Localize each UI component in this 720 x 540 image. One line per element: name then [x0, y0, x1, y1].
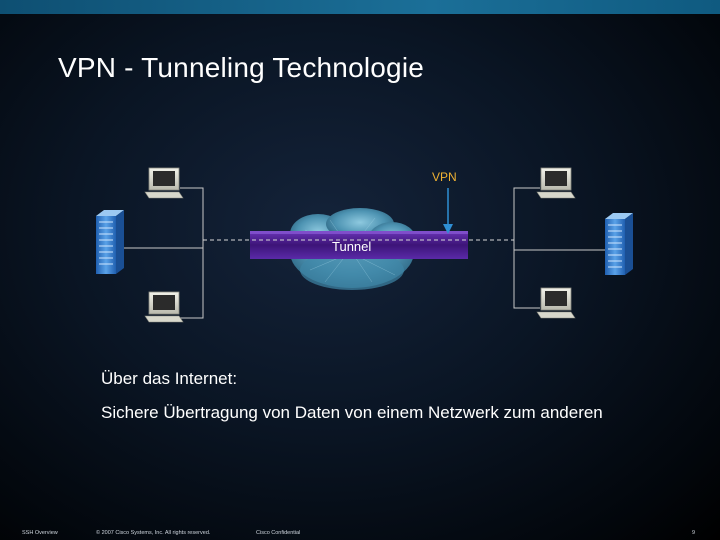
- workstation-top-left-icon: [144, 167, 184, 199]
- slide-title: VPN - Tunneling Technologie: [58, 52, 425, 83]
- top-header-band: [0, 0, 720, 14]
- workstation-top-right-icon: [536, 167, 576, 199]
- vpn-tunnel-bar: [250, 231, 468, 259]
- right-server-icon: [605, 213, 633, 275]
- tunnel-highlight: [250, 231, 468, 234]
- workstation-bottom-left-icon: [144, 291, 184, 323]
- footer-copyright: © 2007 Cisco Systems, Inc. All rights re…: [96, 530, 211, 536]
- workstation-bottom-right-icon: [536, 287, 576, 319]
- right-network-lines: [513, 187, 605, 309]
- left-server-icon: [96, 210, 124, 274]
- vpn-label: VPN: [432, 170, 457, 184]
- left-network-lines: [124, 187, 204, 319]
- tunnel-label: Tunnel: [332, 239, 372, 254]
- footer-presentation-name: SSH Overview: [22, 530, 58, 536]
- vpn-arrow-icon: [443, 188, 453, 234]
- footer-confidential: Cisco Confidential: [256, 530, 301, 536]
- footer-page-number: 9: [692, 530, 696, 536]
- body-text-line-1: Über das Internet:: [101, 369, 238, 388]
- body-text-line-2: Sichere Übertragung von Daten von einem …: [101, 403, 603, 422]
